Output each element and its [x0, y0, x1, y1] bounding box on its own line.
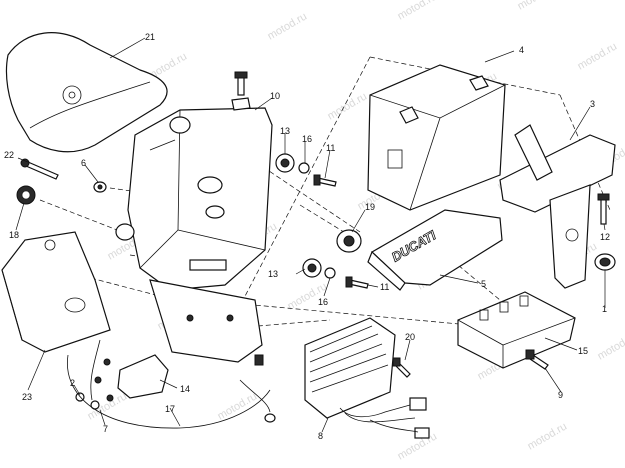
part-21-cover [5, 32, 168, 153]
callout-12: 12 [600, 232, 610, 242]
callout-4: 4 [519, 45, 524, 55]
callout-5: 5 [481, 279, 486, 289]
callout-labels: 21 10 13 16 11 4 3 6 22 18 19 13 16 11 5… [4, 32, 610, 441]
callout-20: 20 [405, 332, 415, 342]
callout-16-lower: 16 [318, 297, 328, 307]
part-4-battery [367, 64, 506, 211]
callout-14: 14 [180, 384, 190, 394]
callout-7: 7 [103, 424, 108, 434]
part-18-gear [16, 185, 36, 205]
callout-3: 3 [590, 99, 595, 109]
watermark-text: motod.ru [576, 40, 620, 72]
part-14-connector [90, 339, 169, 402]
callout-8: 8 [318, 431, 323, 441]
watermark-text: motod.ru [266, 10, 310, 42]
part-15-relay-block [457, 291, 576, 369]
leader-lines [15, 37, 606, 433]
callout-11-upper: 11 [326, 143, 335, 153]
grommet-set-upper [275, 153, 337, 187]
part-23-bracket [1, 231, 111, 353]
watermark-text: motod.ru [526, 420, 570, 452]
part-17-cable [66, 354, 276, 429]
callout-13-lower: 13 [268, 269, 278, 279]
watermark-text: motod.ru [516, 0, 560, 13]
part-19-roller [336, 229, 362, 253]
part-10-battery-tray [115, 107, 273, 363]
callout-2: 2 [70, 378, 75, 388]
callout-23: 23 [22, 392, 32, 402]
callout-10: 10 [270, 91, 280, 101]
top-bolt [231, 71, 251, 111]
part-12-bolt [597, 193, 610, 225]
part-1-grommet [594, 253, 616, 271]
callout-17: 17 [165, 404, 175, 414]
grommet-set-lower [302, 258, 369, 289]
callout-16-upper: 16 [302, 134, 312, 144]
callout-21: 21 [145, 32, 155, 42]
callout-9: 9 [558, 390, 563, 400]
part-22-screw [20, 158, 59, 180]
callout-11-lower: 11 [380, 282, 389, 292]
callout-22: 22 [4, 150, 14, 160]
callout-19: 19 [365, 202, 375, 212]
part-20-bolt [392, 357, 411, 378]
callout-13-upper: 13 [280, 126, 290, 136]
part-8-regulator [304, 317, 430, 439]
part-9-bolt [525, 349, 549, 370]
part-3-bracket [499, 124, 616, 289]
callout-6: 6 [81, 158, 86, 168]
part-5-ducati-tray: DUCATI [367, 209, 503, 291]
part-6-washer [93, 181, 107, 193]
watermark-text: motod.ru [326, 90, 370, 122]
callout-18: 18 [9, 230, 19, 240]
callout-15: 15 [578, 346, 588, 356]
watermark-text: motod.ru [596, 330, 625, 362]
watermark-text: motod.ru [396, 0, 440, 23]
callout-1: 1 [602, 304, 607, 314]
